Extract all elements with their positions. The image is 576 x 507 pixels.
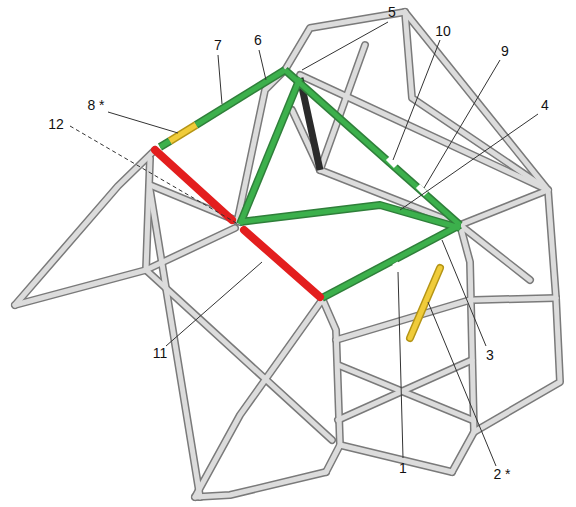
callout-number: 2 * — [492, 467, 511, 482]
callout-number: 11 — [152, 346, 169, 361]
callout-number: 12 — [47, 117, 65, 132]
callout-number: 9 — [500, 44, 510, 59]
callout-number: 4 — [540, 98, 550, 113]
callout-number: 1 — [398, 461, 408, 476]
callout-number: 8 * — [86, 98, 105, 113]
callout-number: 7 — [213, 38, 223, 53]
callout-number: 6 — [253, 33, 263, 48]
callout-number: 10 — [434, 24, 452, 39]
callout-number: 3 — [485, 348, 495, 363]
callout-number: 5 — [387, 5, 397, 20]
